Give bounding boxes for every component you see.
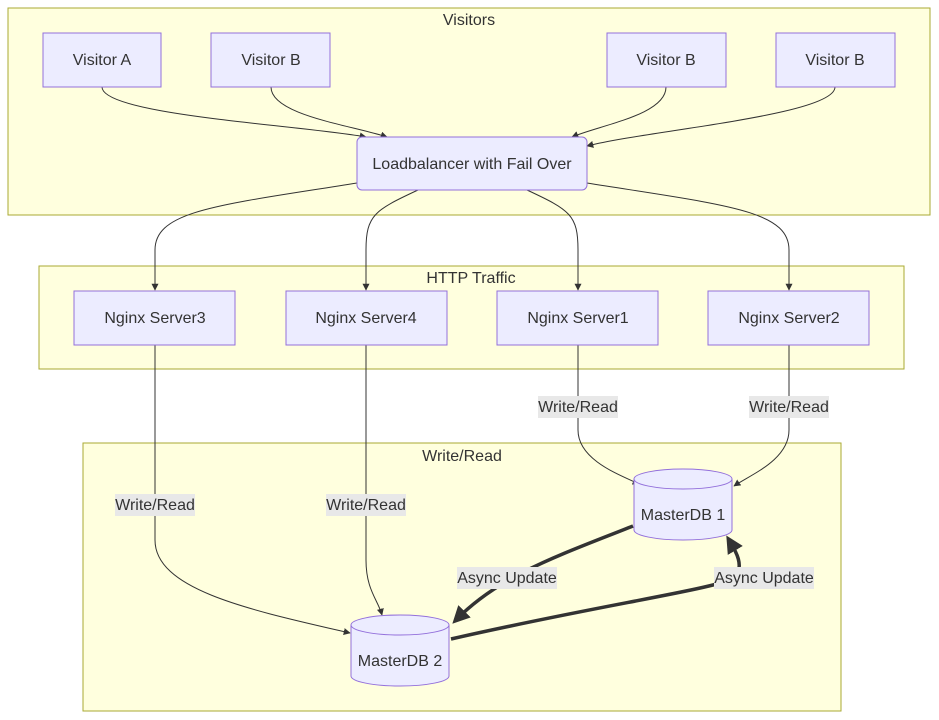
edge-nginx1-to-masterdb1 [577, 345, 640, 485]
edge-loadbalancer-to-nginx2 [586, 182, 793, 291]
edge-visitor-b1-to-loadbalancer [270, 86, 388, 139]
edge-nginx3-to-masterdb2 [154, 345, 351, 635]
node-nginx-server2[interactable]: Nginx Server2 [707, 290, 870, 346]
svg-text:Visitor B: Visitor B [241, 52, 300, 69]
svg-text:Write/Read: Write/Read [538, 399, 618, 416]
node-visitor-b-2[interactable]: Visitor B [606, 32, 727, 88]
edge-loadbalancer-to-nginx1 [526, 189, 582, 291]
edge-loadbalancer-to-nginx4 [362, 189, 419, 291]
node-visitor-b-3[interactable]: Visitor B [775, 32, 896, 88]
svg-text:Loadbalancer with Fail Over: Loadbalancer with Fail Over [372, 156, 572, 173]
edge-visitor-b3-to-loadbalancer [586, 86, 836, 148]
cluster-visitors-title: Visitors [443, 12, 495, 29]
node-loadbalancer[interactable]: Loadbalancer with Fail Over [356, 136, 588, 191]
edge-masterdb2-to-masterdb1 [450, 535, 743, 641]
svg-text:Write/Read: Write/Read [749, 399, 829, 416]
svg-text:Nginx Server1: Nginx Server1 [527, 310, 628, 327]
svg-text:Nginx Server3: Nginx Server3 [104, 310, 205, 327]
edge-nginx2-to-masterdb1 [733, 345, 790, 487]
svg-text:Visitor B: Visitor B [805, 52, 864, 69]
edge-nginx4-to-masterdb2 [365, 345, 384, 616]
svg-text:MasterDB 2: MasterDB 2 [358, 653, 443, 670]
svg-text:Async Update: Async Update [714, 570, 814, 587]
svg-text:Write/Read: Write/Read [115, 497, 195, 514]
edge-label-nginx3-masterdb2: Write/Read [115, 494, 195, 516]
svg-text:Visitor B: Visitor B [636, 52, 695, 69]
node-visitor-b-1[interactable]: Visitor B [210, 32, 331, 88]
edge-visitor-b2-to-loadbalancer [571, 86, 667, 138]
node-masterdb2[interactable]: MasterDB 2 [350, 614, 450, 687]
cluster-write-read-title: Write/Read [422, 448, 502, 465]
edge-label-nginx2-masterdb1: Write/Read [749, 396, 829, 418]
node-nginx-server4[interactable]: Nginx Server4 [285, 290, 448, 346]
cluster-http-traffic-title: HTTP Traffic [426, 270, 515, 287]
svg-text:Async Update: Async Update [457, 570, 557, 587]
svg-text:MasterDB 1: MasterDB 1 [641, 507, 726, 524]
svg-text:Nginx Server2: Nginx Server2 [738, 310, 839, 327]
svg-text:Write/Read: Write/Read [326, 497, 406, 514]
edge-label-async-db2-to-db1: Async Update [714, 567, 814, 589]
edge-visitor-a-to-loadbalancer [101, 86, 367, 140]
edge-label-async-db1-to-db2: Async Update [457, 567, 557, 589]
edge-loadbalancer-to-nginx3 [151, 182, 358, 291]
svg-text:Visitor A: Visitor A [73, 52, 132, 69]
node-masterdb1[interactable]: MasterDB 1 [633, 468, 733, 541]
node-visitor-a[interactable]: Visitor A [42, 32, 162, 88]
svg-text:Nginx Server4: Nginx Server4 [315, 310, 416, 327]
edge-label-nginx4-masterdb2: Write/Read [326, 494, 406, 516]
node-nginx-server1[interactable]: Nginx Server1 [496, 290, 659, 346]
node-nginx-server3[interactable]: Nginx Server3 [73, 290, 236, 346]
edge-label-nginx1-masterdb1: Write/Read [538, 396, 618, 418]
